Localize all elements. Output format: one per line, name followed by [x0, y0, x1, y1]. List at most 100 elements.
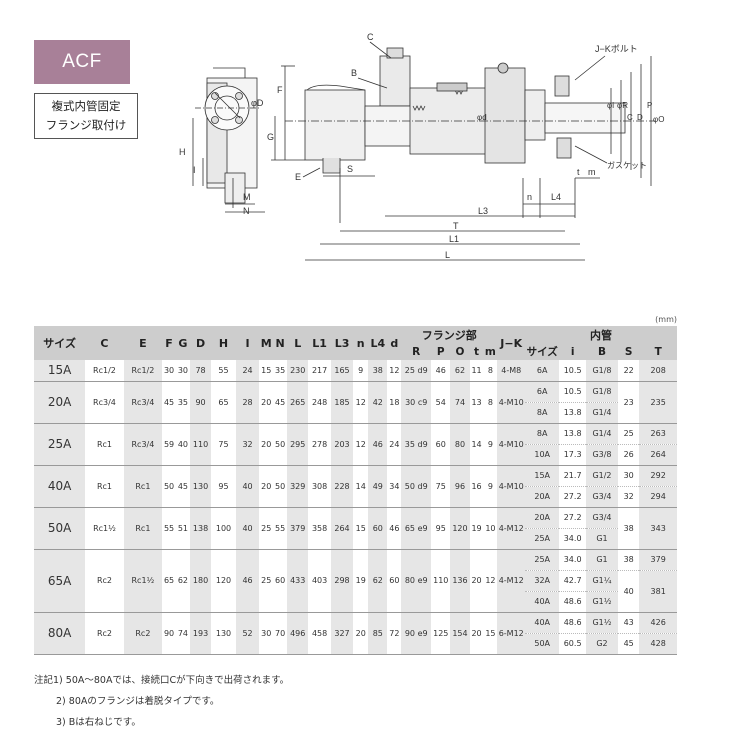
cell-inner-B: G2 — [585, 633, 618, 655]
cell-G: 30 — [176, 360, 190, 382]
cell-inner-isize: 50A — [525, 633, 560, 655]
col-header-S: S — [618, 343, 640, 360]
cell-inner-B: G1/8 — [585, 381, 618, 403]
cell-R: 30 c9 — [401, 381, 432, 424]
col-header-L4: L4 — [368, 326, 388, 360]
cell-JK: 4-M10 — [497, 465, 526, 508]
cell-inner-S: 25 — [618, 423, 640, 445]
cell-L: 379 — [287, 507, 309, 550]
cell-R: 65 e9 — [401, 507, 432, 550]
cell-inner-i: 27.2 — [559, 486, 586, 508]
cell-inner-i: 34.0 — [559, 549, 586, 571]
cell-inner-B: G3/4 — [585, 486, 618, 508]
cell-L: 329 — [287, 465, 309, 508]
cell-size: 25A — [34, 423, 86, 466]
cell-D: 180 — [189, 549, 212, 613]
cell-inner-T: 426 — [639, 612, 677, 634]
label-jk-bolt: J−Kボルト — [595, 44, 638, 54]
unit-label: (mm) — [655, 315, 677, 324]
cell-inner-B: G1/4 — [585, 402, 618, 424]
cell-inner-T: 343 — [639, 507, 677, 550]
cell-inner-B: G3/8 — [585, 444, 618, 466]
cell-inner-T: 379 — [639, 549, 677, 571]
cell-t: 16 — [469, 465, 484, 508]
dim-label-G: G — [267, 132, 274, 142]
joint-body — [285, 47, 655, 174]
dim-label-I: I — [193, 165, 196, 175]
dim-label-dR: φR — [617, 101, 628, 110]
cell-inner-S: 43 — [618, 612, 640, 634]
cell-inner-T: 263 — [639, 423, 677, 445]
cell-E: Rc3/4 — [123, 381, 163, 424]
cell-L1: 403 — [308, 549, 331, 613]
cell-N: 35 — [273, 360, 288, 382]
col-header-I: I — [235, 326, 260, 360]
product-description: 複式内管固定 フランジ取付け — [34, 93, 138, 139]
cell-O: 74 — [450, 381, 470, 424]
cell-P: 60 — [431, 423, 451, 466]
dim-label-F: F — [277, 85, 283, 95]
cell-inner-S: 40 — [618, 570, 640, 613]
col-header-L: L — [287, 326, 309, 360]
cell-L3: 203 — [330, 423, 354, 466]
cell-n: 20 — [353, 612, 369, 655]
cell-inner-isize: 25A — [525, 549, 560, 571]
body-left-dims — [271, 65, 305, 161]
cell-D: 138 — [189, 507, 212, 550]
cell-H: 65 — [211, 381, 236, 424]
cell-JK: 4-M8 — [497, 360, 526, 382]
col-header-G: G — [176, 326, 190, 360]
label-E: E — [295, 172, 301, 182]
cell-P: 75 — [431, 465, 451, 508]
col-header-H: H — [211, 326, 236, 360]
cell-t: 13 — [469, 381, 484, 424]
cell-inner-i: 27.2 — [559, 507, 586, 529]
dim-label-n: n — [527, 192, 532, 202]
col-header-flange: フランジ部 — [401, 326, 498, 343]
cell-R: 50 d9 — [401, 465, 432, 508]
cell-F: 90 — [162, 612, 176, 655]
cell-JK: 6-M12 — [497, 612, 526, 655]
cell-L4: 49 — [368, 465, 388, 508]
cell-inner-i: 60.5 — [559, 633, 586, 655]
label-gasket: ガスケット — [607, 160, 647, 170]
cell-D: 110 — [189, 423, 212, 466]
cell-JK: 4-M12 — [497, 549, 526, 613]
cell-t: 19 — [469, 507, 484, 550]
cell-inner-T: 264 — [639, 444, 677, 466]
cell-D: 193 — [189, 612, 212, 655]
cell-M: 30 — [259, 612, 274, 655]
dim-label-m: m — [588, 167, 596, 177]
cell-H: 100 — [211, 507, 236, 550]
cell-n: 14 — [353, 465, 369, 508]
footnote: 2) 80Aのフランジは着脱タイプです。 — [56, 696, 220, 707]
cell-inner-T: 235 — [639, 381, 677, 424]
cell-inner-isize: 6A — [525, 381, 560, 403]
footnote: 3) Bは右ねじです。 — [56, 717, 141, 728]
cell-inner-i: 48.6 — [559, 591, 586, 613]
cell-inner-S: 38 — [618, 549, 640, 571]
cell-L4: 62 — [368, 549, 388, 613]
cell-inner-T: 294 — [639, 486, 677, 508]
cell-inner-B: G1½ — [585, 612, 618, 634]
cell-m: 8 — [483, 381, 498, 424]
cell-inner-i: 17.3 — [559, 444, 586, 466]
cell-m: 12 — [483, 549, 498, 613]
cell-d: 12 — [387, 360, 402, 382]
cell-inner-i: 21.7 — [559, 465, 586, 487]
cell-G: 35 — [176, 381, 190, 424]
cell-E: Rc3/4 — [123, 423, 163, 466]
cell-P: 125 — [431, 612, 451, 655]
cell-D: 78 — [189, 360, 212, 382]
cell-t: 11 — [469, 360, 484, 382]
cell-size: 15A — [34, 360, 86, 382]
cell-inner-S: 32 — [618, 486, 640, 508]
cell-JK: 4-M10 — [497, 423, 526, 466]
cell-size: 50A — [34, 507, 86, 550]
